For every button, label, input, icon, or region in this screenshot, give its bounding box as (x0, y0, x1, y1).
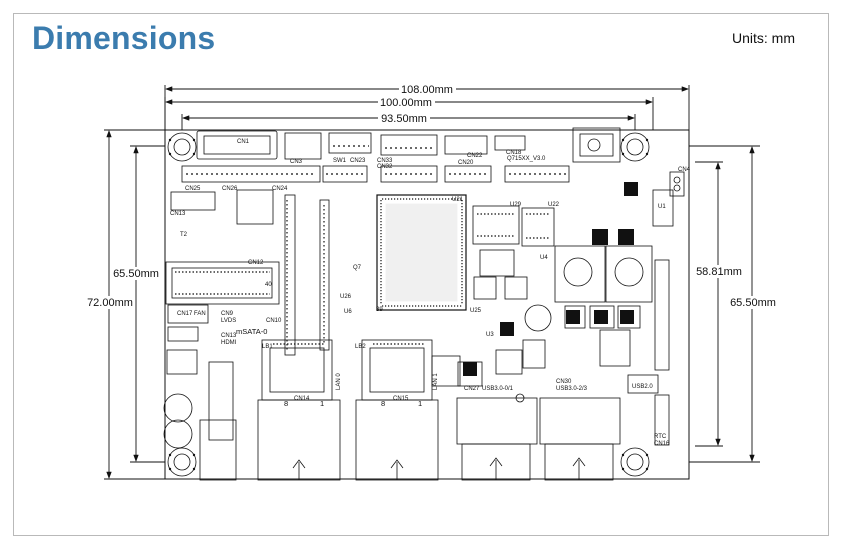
components (163, 127, 685, 481)
label-8b: 8 (381, 399, 385, 408)
mounting-holes (167, 132, 650, 477)
label-40: 40 (265, 282, 272, 288)
label-cn15: CN15 (393, 396, 409, 402)
label-cn13-hdmi: CN13 (221, 333, 237, 339)
label-cn18: CN18 (506, 150, 522, 156)
silkscreen-labels: CN1 CN3 SW1 CN23 CN33 CN32 CN22 CN20 CN1… (170, 139, 691, 447)
dim-height-65-5-left: 65.50mm (113, 268, 159, 280)
label-lb1: LB1 (262, 344, 273, 350)
label-cn27: CN27 (464, 386, 480, 392)
label-8a: 8 (284, 399, 288, 408)
label-board-id: Q715XX_V3.0 (507, 156, 546, 162)
label-cn20: CN20 (458, 160, 474, 166)
label-cn23: CN23 (350, 158, 366, 164)
label-u21: U21 (452, 197, 464, 203)
label-t2: T2 (180, 232, 188, 238)
label-msata: mSATA-0 (236, 327, 267, 336)
pin-rows (175, 145, 567, 350)
label-cn3: CN3 (290, 159, 303, 165)
label-cn25: CN25 (185, 186, 201, 192)
label-cn16: CN16 (654, 441, 670, 447)
units-label: Units: mm (732, 30, 795, 46)
page-title: Dimensions (32, 20, 216, 56)
dim-width-93-5: 93.50mm (381, 113, 427, 125)
label-cn4: CN4 (678, 167, 691, 173)
label-39: 39 (376, 307, 383, 313)
label-cn10: CN10 (266, 318, 282, 324)
dim-width-100: 100.00mm (380, 97, 432, 109)
label-q7: Q7 (353, 265, 362, 271)
label-cn13: CN13 (170, 211, 186, 217)
label-u29: U29 (510, 202, 522, 208)
label-sw1: SW1 (333, 158, 347, 164)
dim-height-58-81: 58.81mm (696, 266, 742, 278)
label-u22: U22 (548, 202, 560, 208)
label-1a: 1 (320, 399, 324, 408)
label-cn14: CN14 (294, 396, 310, 402)
label-lan1: LAN 1 (433, 373, 439, 390)
label-lb2: LB2 (355, 344, 366, 350)
label-u6: U6 (344, 309, 352, 315)
label-u25: U25 (470, 308, 482, 314)
label-hdmi: HDMI (221, 340, 237, 346)
label-cn24: CN24 (272, 186, 288, 192)
label-cn17: CN17 FAN (177, 311, 206, 317)
label-lvds: LVDS (221, 318, 236, 324)
label-rtc: RTC (654, 434, 667, 440)
label-cn26: CN26 (222, 186, 238, 192)
inductors (463, 182, 638, 376)
label-1b: 1 (418, 399, 422, 408)
label-cn1: CN1 (237, 139, 250, 145)
label-cn33: CN33 (377, 158, 393, 164)
label-cn9: CN9 (221, 311, 234, 317)
dim-height-72: 72.00mm (87, 297, 133, 309)
label-lan0: LAN 0 (336, 373, 342, 390)
label-u3: U3 (486, 332, 494, 338)
label-usb23: USB3.0-2/3 (556, 386, 588, 392)
label-u1: U1 (658, 204, 666, 210)
label-usb20: USB2.0 (632, 384, 653, 390)
label-u4: U4 (540, 255, 548, 261)
label-cn32: CN32 (377, 164, 393, 170)
label-cn12: CN12 (248, 260, 264, 266)
board-outline (164, 129, 690, 480)
label-cn22: CN22 (467, 153, 483, 159)
label-usb01: USB3.0-0/1 (482, 386, 514, 392)
dimension-labels: 108.00mm 100.00mm 93.50mm 72.00mm 65.50m… (86, 83, 778, 309)
label-cn30: CN30 (556, 379, 572, 385)
label-u26: U26 (340, 294, 352, 300)
dim-height-65-5-right: 65.50mm (730, 297, 776, 309)
dim-width-108: 108.00mm (401, 84, 453, 96)
